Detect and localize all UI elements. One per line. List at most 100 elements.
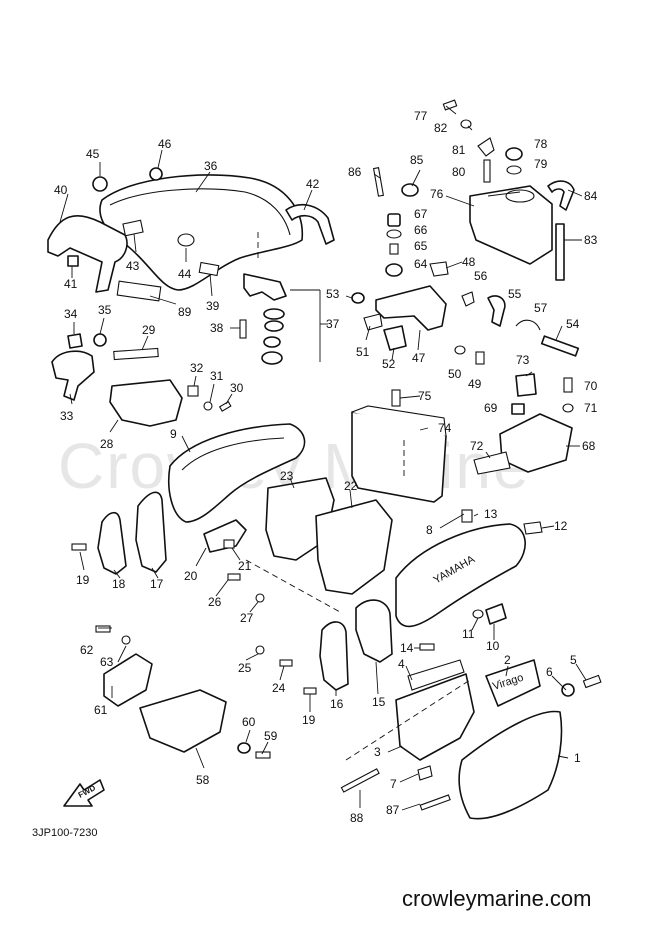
callout-9: 9 xyxy=(170,427,177,441)
part-22-plate xyxy=(315,499,393,595)
callout-89: 89 xyxy=(178,305,192,319)
part-76-tank xyxy=(469,185,553,265)
part-30-screw xyxy=(218,401,232,412)
part-48-clamp xyxy=(429,261,449,277)
part-57-spring xyxy=(515,319,541,331)
part-80-bolt xyxy=(483,159,491,183)
callout-50: 50 xyxy=(448,367,462,381)
callout-16: 16 xyxy=(330,697,344,711)
callout-13: 13 xyxy=(484,507,498,521)
callout-75: 75 xyxy=(418,389,432,403)
part-55-hook xyxy=(487,295,506,327)
part-13-bolt xyxy=(461,509,473,523)
callout-76: 76 xyxy=(430,187,444,201)
part-17-cover xyxy=(135,491,167,573)
callout-44: 44 xyxy=(178,267,192,281)
fwd-arrow-icon: FWD xyxy=(63,779,105,807)
diagram-code: 3JP100-7230 xyxy=(32,827,97,839)
part-25-washer xyxy=(255,645,265,655)
callout-19-right: 19 xyxy=(302,713,316,727)
callout-47: 47 xyxy=(412,351,426,365)
callout-30: 30 xyxy=(230,381,244,395)
callout-63: 63 xyxy=(100,655,114,669)
callout-59: 59 xyxy=(264,729,278,743)
part-38-bolt xyxy=(239,319,247,339)
callout-7: 7 xyxy=(390,777,397,791)
callout-43: 43 xyxy=(126,259,140,273)
part-85-bushing xyxy=(401,183,419,197)
part-4-strip xyxy=(407,659,465,691)
callout-14: 14 xyxy=(400,641,414,655)
part-75-bolt xyxy=(391,389,401,407)
part-8-side-cover-frame: YAMAHA xyxy=(395,523,526,628)
part-10-clip xyxy=(485,603,507,625)
part-81-clip xyxy=(477,137,495,157)
part-34-clip xyxy=(67,333,83,349)
part-58-bracket xyxy=(139,689,227,753)
part-31-washer xyxy=(203,401,213,411)
callout-79: 79 xyxy=(534,157,548,171)
callout-67: 67 xyxy=(414,207,428,221)
part-69-clip xyxy=(511,403,525,415)
callout-83: 83 xyxy=(584,233,598,247)
callout-26: 26 xyxy=(208,595,222,609)
part-27-washer xyxy=(255,593,265,603)
callout-11: 11 xyxy=(462,627,475,641)
part-51-clip xyxy=(363,313,383,331)
part-6-grommet xyxy=(561,683,575,697)
part-84-hose xyxy=(547,180,575,211)
part-79-seal xyxy=(506,165,522,175)
callout-42: 42 xyxy=(306,177,320,191)
part-88-rod xyxy=(340,768,380,793)
part-9-side-frame xyxy=(167,423,306,523)
part-54-rod xyxy=(540,335,580,357)
part-45-grommet xyxy=(92,176,108,192)
callout-36: 36 xyxy=(204,159,218,173)
part-52-holder xyxy=(383,325,407,351)
callout-78: 78 xyxy=(534,137,548,151)
callout-77: 77 xyxy=(414,109,428,123)
callout-28: 28 xyxy=(100,437,114,451)
part-63-washer xyxy=(121,635,131,645)
part-5-bolt xyxy=(582,674,602,689)
callout-24: 24 xyxy=(272,681,286,695)
part-33-bracket xyxy=(51,350,95,401)
part-15-cover xyxy=(355,599,393,663)
callout-40: 40 xyxy=(54,183,68,197)
callout-33: 33 xyxy=(60,409,74,423)
callout-21: 21 xyxy=(238,559,252,573)
callout-34: 34 xyxy=(64,307,78,321)
callout-38: 38 xyxy=(210,321,224,335)
part-35-cap xyxy=(93,333,107,347)
part-3-side-cover xyxy=(395,673,475,761)
part-7-clip xyxy=(417,765,433,781)
part-38-bracket-bolt xyxy=(243,273,287,301)
part-1-side-cover xyxy=(458,710,563,820)
callout-72: 72 xyxy=(470,439,484,453)
part-19-bolt-left xyxy=(71,543,87,551)
callout-80: 80 xyxy=(452,165,466,179)
part-73-plate xyxy=(515,373,537,397)
callout-31: 31 xyxy=(210,369,224,383)
website-credit: crowleymarine.com xyxy=(402,886,592,911)
callout-48: 48 xyxy=(462,255,476,269)
callout-82: 82 xyxy=(434,121,448,135)
part-21-screw xyxy=(223,539,235,549)
callout-49: 49 xyxy=(468,377,482,391)
callout-4: 4 xyxy=(398,657,405,671)
part-18-cover xyxy=(97,511,127,575)
callout-88: 88 xyxy=(350,811,364,825)
part-74-battery-box xyxy=(351,405,447,503)
part-61-bracket xyxy=(103,653,153,707)
callout-64: 64 xyxy=(414,257,428,271)
part-60-grommet xyxy=(237,742,251,754)
part-29-strip xyxy=(113,347,159,361)
callout-87: 87 xyxy=(386,803,400,817)
part-53-grommet xyxy=(351,292,365,304)
callout-17: 17 xyxy=(150,577,164,591)
callout-3: 3 xyxy=(374,745,381,759)
callout-69: 69 xyxy=(484,401,498,415)
callout-23: 23 xyxy=(280,469,294,483)
callout-81: 81 xyxy=(452,143,466,157)
